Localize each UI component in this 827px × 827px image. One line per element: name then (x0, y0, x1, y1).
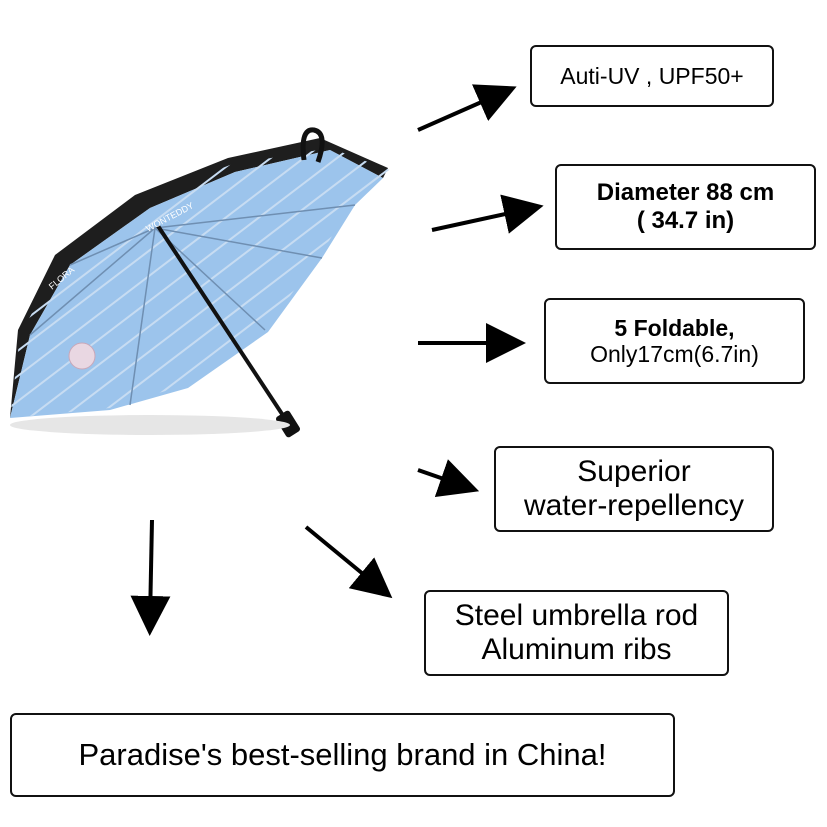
foldable-label: 5 Foldable, (614, 314, 735, 341)
arrow-water (417, 459, 480, 498)
brand-text: Paradise's best-selling brand in China! (78, 737, 607, 773)
feature-box-uv: Auti-UV , UPF50+ (530, 45, 774, 107)
feature-box-steel: Steel umbrella rod Aluminum ribs (424, 590, 729, 676)
diameter-label: Diameter 88 cm (596, 179, 775, 207)
steel-line1: Steel umbrella rod (454, 598, 699, 632)
water-line2: water-repellency (523, 489, 745, 522)
teddy-motif (68, 342, 96, 370)
umbrella-top-loop (300, 127, 325, 163)
brand-banner: Paradise's best-selling brand in China! (10, 713, 675, 797)
umbrella-shaft (156, 224, 288, 422)
arrow-down (130, 519, 171, 636)
arrow-uv (417, 84, 517, 132)
umbrella-shadow (10, 415, 290, 435)
uv-label: Auti-UV , UPF50+ (560, 62, 744, 89)
diameter-inches: ( 34.7 in) (636, 207, 735, 234)
feature-box-foldable: 5 Foldable, Only17cm(6.7in) (544, 298, 805, 384)
steel-line2: Aluminum ribs (481, 633, 672, 666)
arrow-steel (304, 525, 393, 599)
foldable-size: Only17cm(6.7in) (590, 341, 759, 367)
umbrella-ribs (29, 204, 356, 406)
feature-box-diameter: Diameter 88 cm ( 34.7 in) (555, 164, 816, 250)
water-line1: Superior (577, 454, 691, 488)
arrow-diameter (431, 194, 544, 234)
feature-box-water: Superior water-repellency (494, 446, 774, 532)
